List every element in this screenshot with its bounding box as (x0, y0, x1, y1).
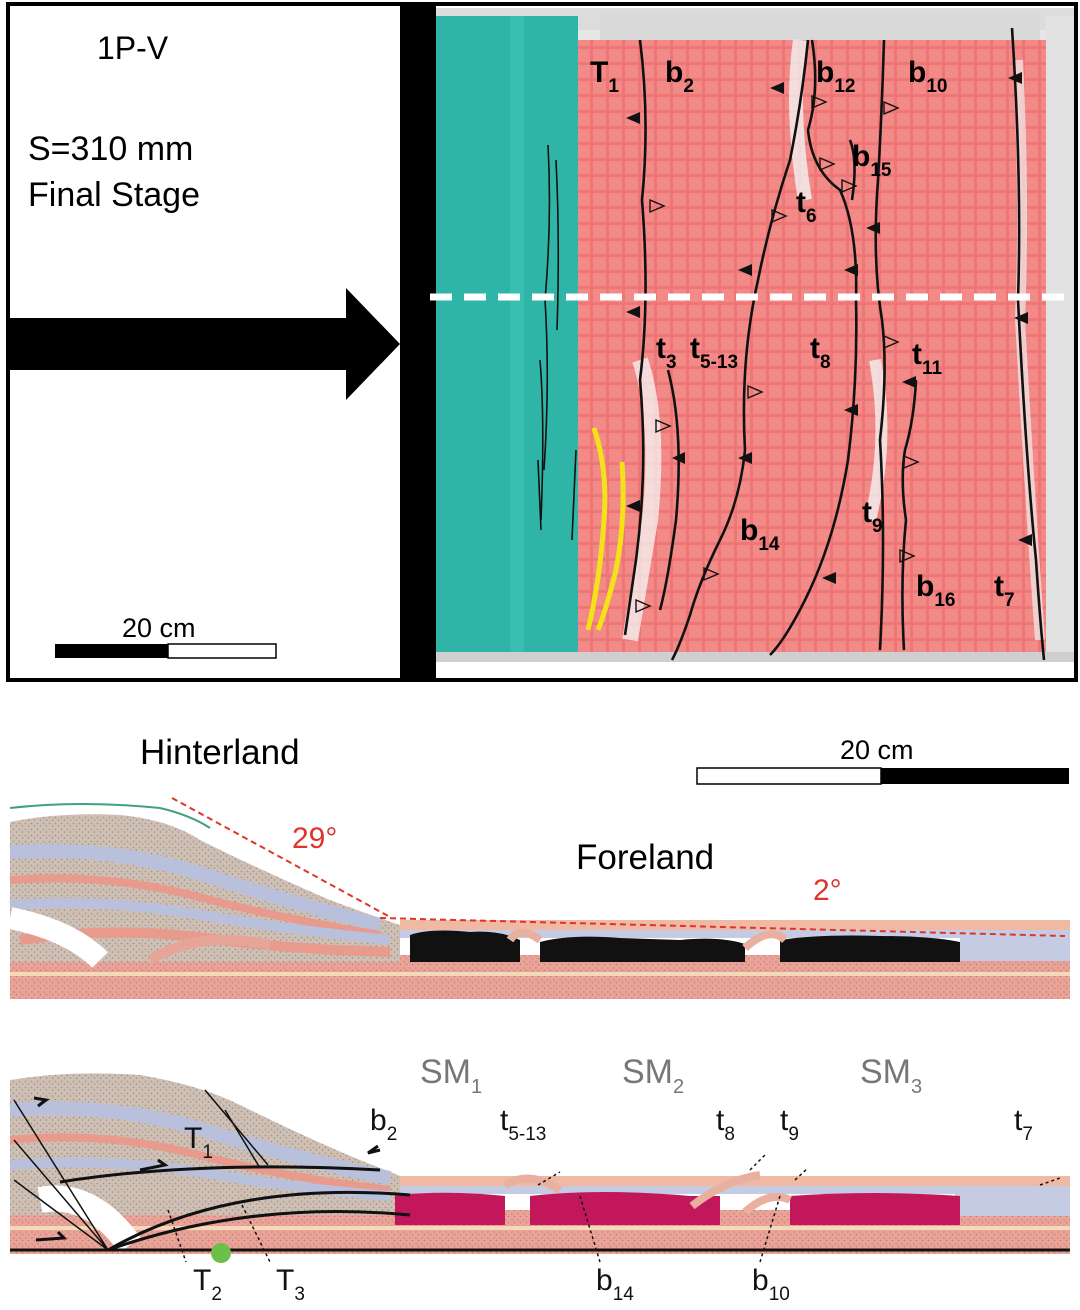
label-b2: b2 (665, 56, 694, 97)
interpreted-section: SM1 SM2 SM3 T1 b2 t5-13 t8 t9 t7 T2 T3 b… (9, 1053, 1070, 1305)
top-scale-bar-black (55, 644, 168, 658)
label-T1: T1 (590, 56, 619, 97)
slip-arrows (33, 1096, 381, 1242)
label-SM1: SM1 (420, 1053, 482, 1098)
shortening-label: S=310 mm (28, 130, 193, 168)
interp-fault-labels: T1 b2 t5-13 t8 t9 t7 T2 T3 b14 b10 (184, 1104, 1033, 1305)
yellow-faults (585, 427, 626, 631)
backstop-wall (400, 4, 436, 680)
label-b16: b16 (916, 570, 955, 611)
salt-body-3 (790, 1193, 960, 1225)
label-interp-T3: T3 (276, 1264, 305, 1305)
red-grid-cover (578, 30, 1046, 658)
label-b14: b14 (740, 514, 780, 555)
label-interp-b2: b2 (370, 1104, 397, 1145)
compression-arrow (10, 288, 400, 400)
label-t9: t9 (862, 496, 883, 537)
pin-marker (211, 1243, 231, 1263)
top-fault-labels: T1 b2 b12 b10 b15 t6 t3 t5-13 t8 t11 t9 … (590, 56, 1015, 611)
label-t7: t7 (994, 570, 1015, 611)
stage-label: Final Stage (28, 176, 200, 214)
label-b15: b15 (852, 140, 892, 181)
label-interp-t9: t9 (780, 1104, 799, 1145)
label-t6: t6 (796, 186, 817, 227)
label-b10: b10 (908, 56, 947, 97)
middle-scale-bar-black (881, 768, 1069, 784)
middle-scale-label: 20 cm (840, 735, 914, 765)
label-t5-13: t5-13 (690, 332, 738, 373)
foreland-label: Foreland (576, 838, 714, 877)
label-t8: t8 (810, 332, 831, 373)
label-SM3: SM3 (860, 1053, 922, 1098)
top-scale-bar-white (167, 643, 277, 659)
top-panel: 1P-V S=310 mm Final Stage 20 cm T1 b2 b1… (6, 2, 1078, 682)
basement-layers (10, 955, 1070, 999)
label-interp-t5-13: t5-13 (500, 1104, 546, 1145)
model-map-view (436, 8, 1074, 662)
salt-outcrop-teal (436, 16, 578, 661)
label-t3: t3 (656, 332, 677, 373)
hinterland-label: Hinterland (140, 733, 300, 772)
salt-body-1 (395, 1192, 505, 1225)
interp-faults (10, 1089, 1070, 1263)
top-scale-label: 20 cm (122, 613, 196, 643)
foreland-slope-line (379, 917, 1066, 937)
thrust-faults (623, 27, 1046, 661)
hinterland-angle: 29° (292, 822, 337, 855)
label-interp-T1: T1 (184, 1122, 213, 1163)
wedge-slope-line (171, 797, 391, 918)
label-interp-b14: b14 (596, 1264, 634, 1305)
foreland-angle: 2° (813, 874, 842, 907)
thrust-teeth-open (635, 94, 920, 614)
label-interp-t7: t7 (1014, 1104, 1033, 1145)
label-interp-t8: t8 (716, 1104, 735, 1145)
model-id: 1P-V (97, 30, 169, 66)
label-t11: t11 (912, 338, 943, 379)
minibasin-labels: SM1 SM2 SM3 (420, 1053, 922, 1098)
label-SM2: SM2 (622, 1053, 684, 1098)
label-interp-b10: b10 (752, 1264, 790, 1305)
middle-scale-bar-white (696, 767, 882, 785)
label-b12: b12 (816, 56, 855, 97)
salt-body-2 (530, 1192, 720, 1225)
label-interp-T2: T2 (193, 1264, 222, 1305)
cross-section-photo: Hinterland 20 cm 29° 2° Foreland (7, 733, 1070, 999)
thrust-teeth-filled (626, 72, 1032, 584)
